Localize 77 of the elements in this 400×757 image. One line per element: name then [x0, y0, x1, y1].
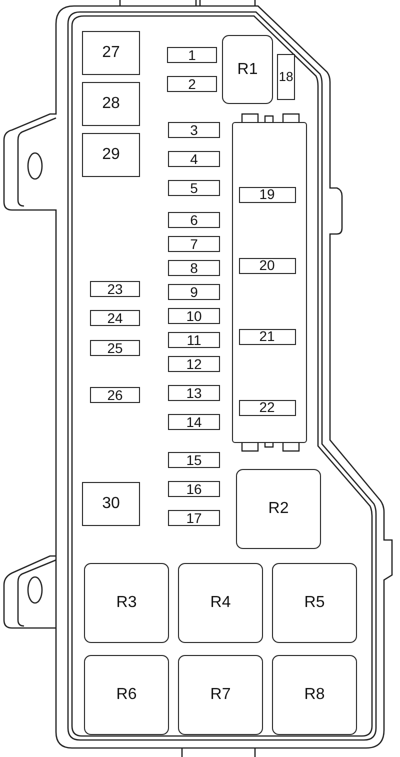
fuse: [168, 414, 220, 430]
fuse-number: 18: [278, 68, 294, 86]
relay: [84, 655, 169, 735]
fuse: [168, 122, 220, 138]
fuse-number: 26: [107, 388, 123, 402]
fuse: [168, 481, 220, 497]
fuse-number: 9: [190, 286, 198, 298]
fuse: [90, 387, 140, 403]
fuse-number: R4: [210, 594, 231, 612]
relay: [222, 35, 273, 104]
fuse: [238, 400, 296, 416]
fuse: [90, 281, 140, 297]
fuse-number: R6: [116, 686, 137, 704]
fuse-number: 5: [190, 182, 198, 194]
fuse-number: 25: [107, 342, 123, 354]
fuse: [168, 510, 220, 526]
fuse: [168, 236, 220, 252]
relay-block: [232, 122, 307, 443]
fuse-number: 6: [190, 214, 198, 226]
fuse-block: [82, 31, 140, 75]
fuse: [168, 452, 220, 468]
fuse: [168, 151, 220, 167]
fuse-number: 17: [186, 512, 202, 524]
fuse-number: 30: [102, 495, 120, 513]
fuse-number: 20: [259, 259, 275, 272]
fuse-number: 11: [186, 334, 202, 346]
fuse: [168, 284, 220, 300]
fuse-number: R3: [116, 594, 137, 612]
relay: [178, 563, 263, 643]
fuse: [168, 332, 220, 348]
fuse-number: 4: [190, 152, 198, 166]
fuse-number: R7: [210, 686, 231, 704]
fuse-block: [82, 133, 140, 177]
fuse-number: 1: [188, 48, 196, 62]
fuse-block: [82, 82, 140, 126]
fuse: [168, 260, 220, 276]
fuse-number: R1: [237, 60, 258, 78]
fuse-number: 23: [107, 282, 123, 296]
fuse: [238, 186, 296, 202]
relay: [272, 563, 357, 643]
fuse-number: R2: [268, 500, 289, 518]
fuse-number: 24: [107, 312, 123, 324]
fuse: [168, 212, 220, 228]
fuse-block: [82, 482, 140, 526]
fuse-number: 27: [102, 44, 120, 62]
fuse-number: 28: [102, 95, 120, 113]
fuse: [90, 340, 140, 356]
fuse: [168, 180, 220, 196]
fuse-number: R5: [304, 594, 325, 612]
fuse: [90, 310, 140, 326]
relay: [272, 655, 357, 735]
fuse-number: 12: [186, 358, 202, 370]
fuse-number: 3: [190, 124, 198, 136]
fuse-number: 19: [259, 188, 275, 201]
fuse: [238, 328, 296, 344]
relay: [178, 655, 263, 735]
fuse: [168, 385, 220, 401]
fuse-number: 29: [102, 146, 120, 164]
relay: [236, 469, 321, 549]
fuse: [238, 258, 296, 274]
fuse: [277, 54, 295, 100]
fuse-number: 8: [190, 262, 198, 274]
fuse-number: 21: [259, 330, 275, 343]
fuse: [168, 308, 220, 324]
fuse-number: 13: [186, 386, 202, 400]
fuse-number: 15: [186, 454, 202, 466]
fuse: [167, 47, 217, 63]
fuse-number: 22: [259, 401, 275, 414]
relay: [84, 563, 169, 643]
fuse-number: 16: [186, 482, 202, 496]
fuse: [168, 356, 220, 372]
fuse: [167, 76, 217, 92]
fuse-number: 10: [186, 310, 202, 322]
fuse-number: 2: [188, 78, 196, 90]
fuse-number: 7: [190, 238, 198, 250]
fuse-number: 14: [186, 416, 202, 428]
fuse-number: R8: [304, 686, 325, 704]
